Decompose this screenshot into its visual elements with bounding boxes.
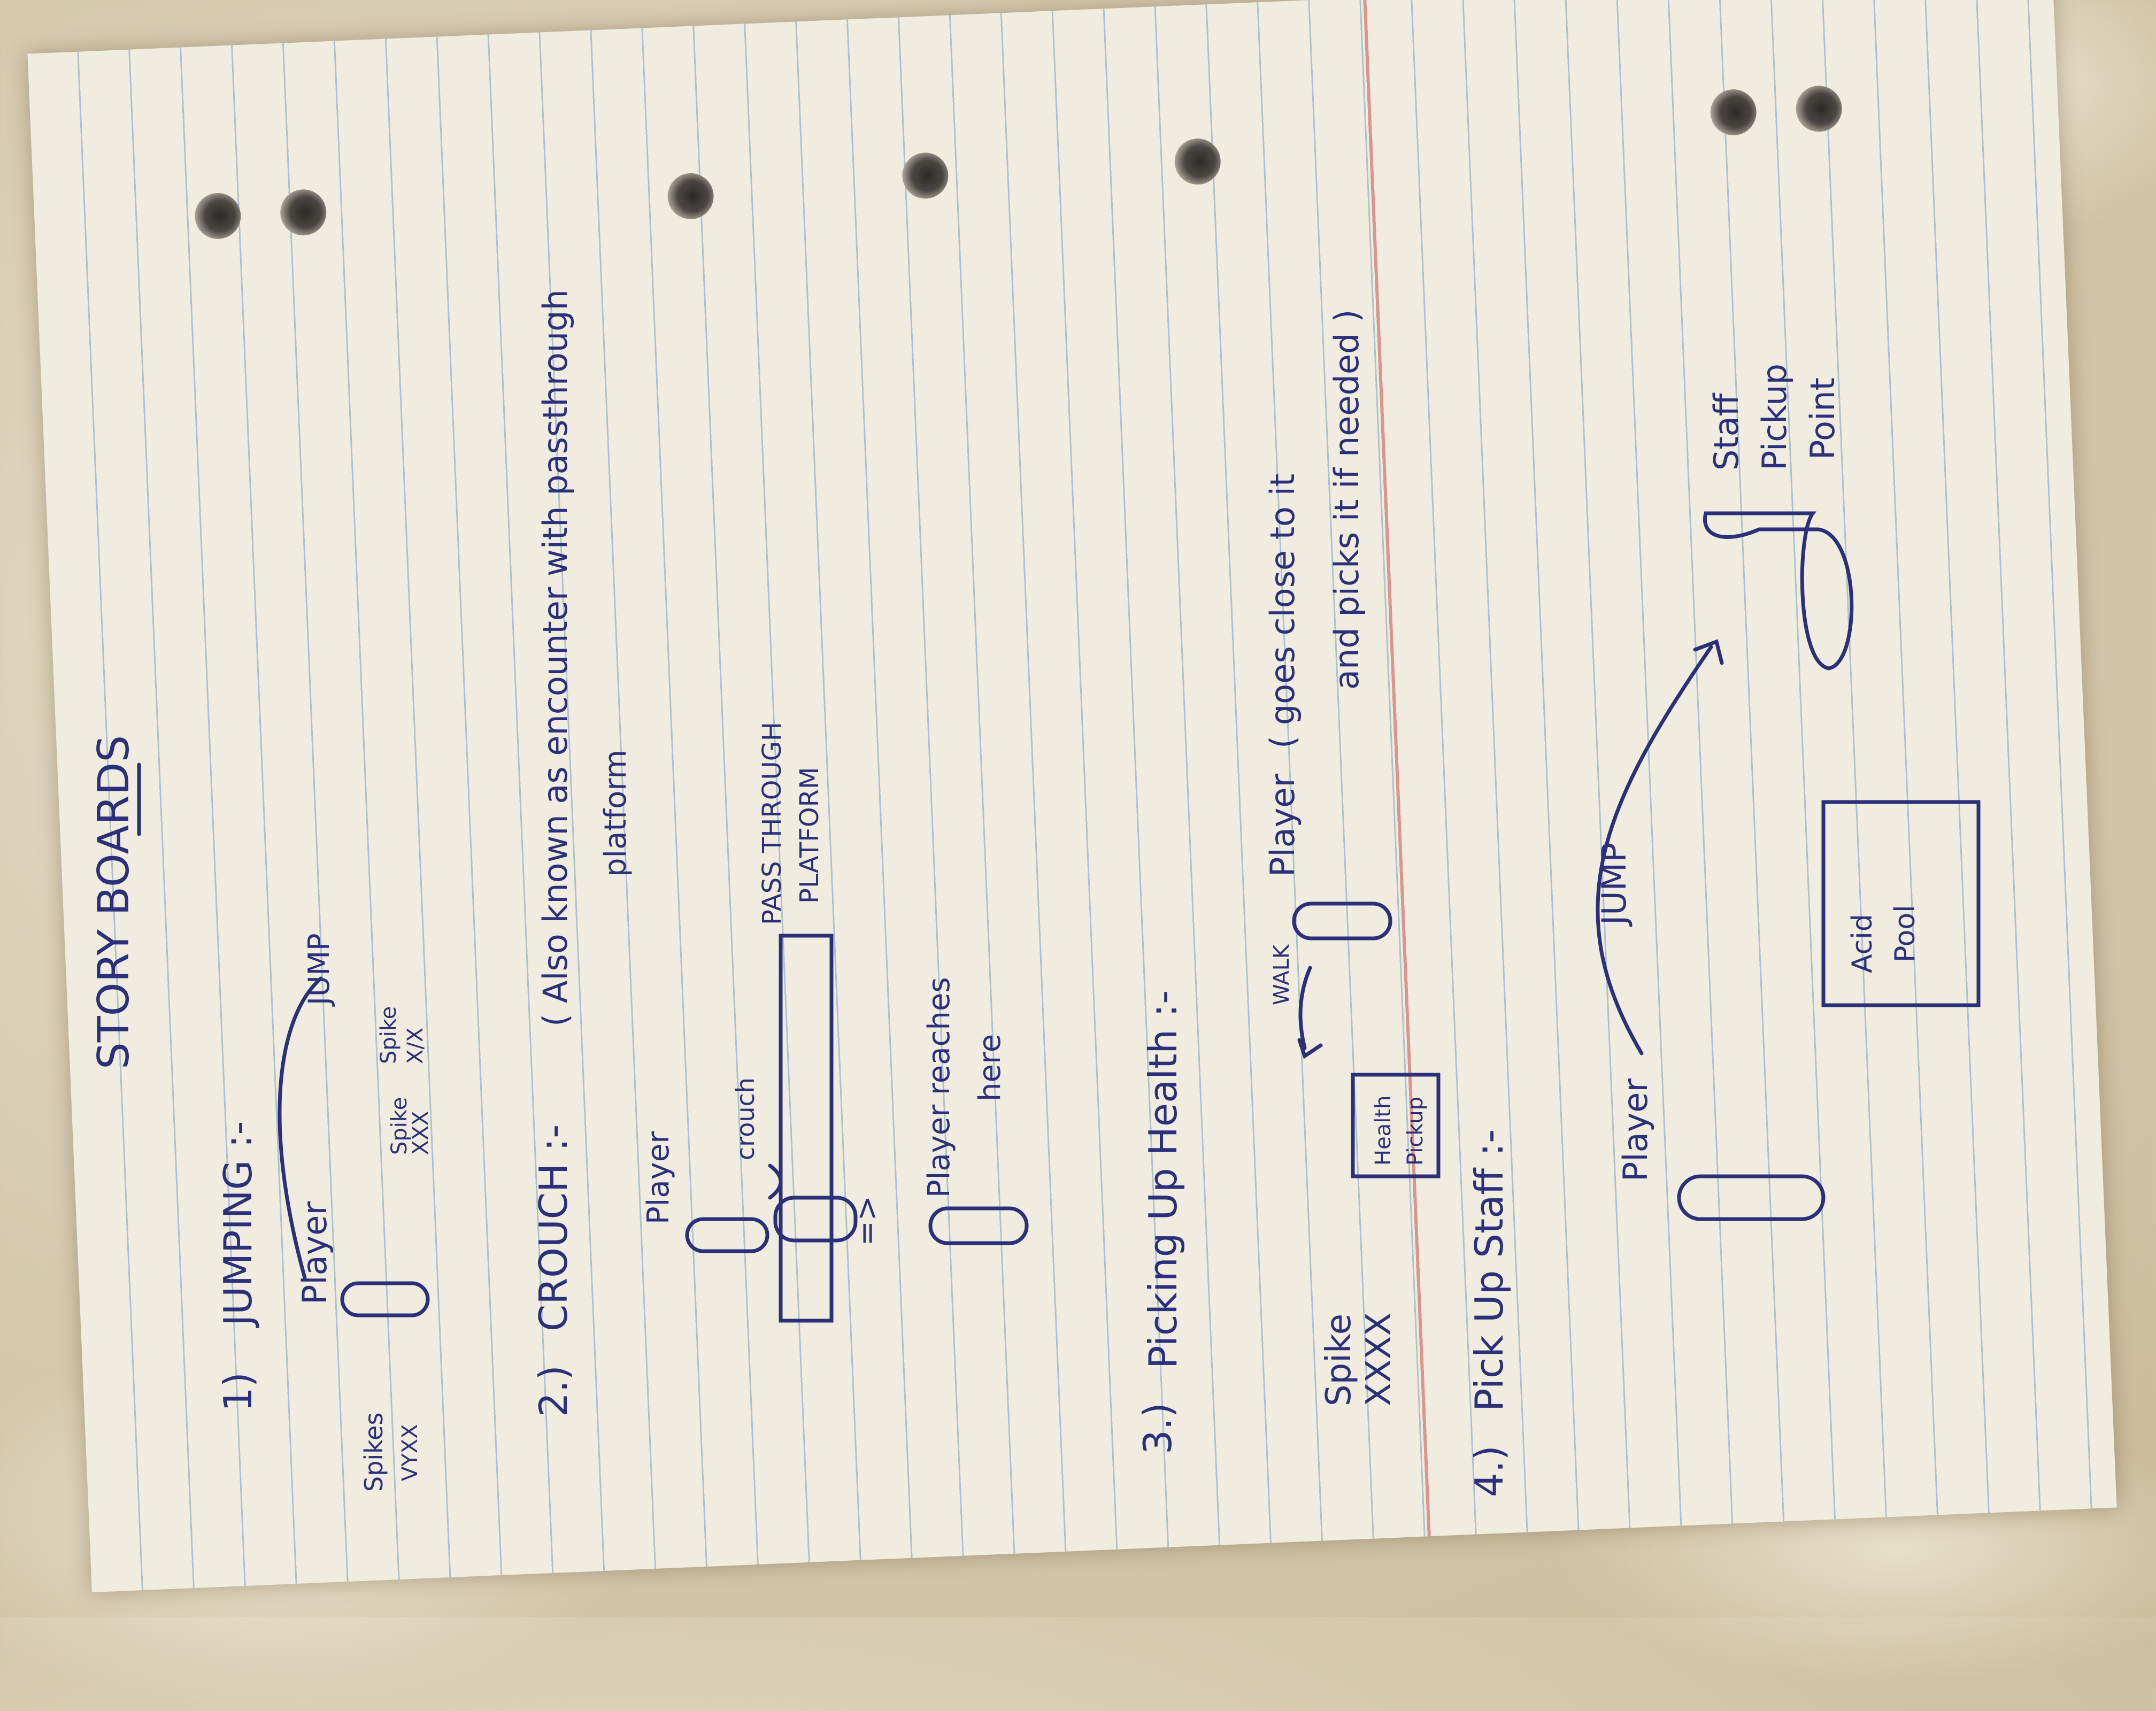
section-3-note-line2: and picks it if needed ) [1327,310,1366,690]
crouched-player [773,1196,858,1243]
player-capsule [685,1217,769,1253]
section-2-arrow: => [850,1196,884,1246]
player-capsule [1292,901,1392,941]
section-1-spike-b-marks: X/X [403,1028,428,1064]
section-3-health-line2: Pickup [1403,1097,1428,1166]
section-3-player-label: Player [1263,774,1302,877]
section-2-reaches-line2: here [973,1034,1007,1101]
section-3-number: 3.) [1135,1402,1180,1454]
section-4-staff-line1: Staff [1707,392,1746,471]
section-3-health-line1: Health [1371,1096,1396,1166]
section-4-number: 4.) [1467,1445,1512,1497]
jump-arc [278,976,323,1280]
section-2-player-label: Player [641,1131,676,1224]
section-2-number: 2.) [531,1365,576,1417]
staff-pickup-shape [1703,511,1854,670]
acid-pool-box [1821,800,1981,1007]
section-1-title: JUMPING :- [215,1121,260,1328]
section-1-spikes-label: Spikes [359,1413,388,1492]
section-3-spike-marks: XXXX [1359,1313,1399,1406]
section-1-jump-label: JUMP [302,933,336,1007]
section-4-title: Pick Up Staff :- [1467,1129,1512,1412]
player-capsule [928,1206,1029,1245]
section-4-jump-label: JUMP [1595,842,1634,927]
section-3-note-line1: ( goes close to it [1263,474,1302,749]
walk-arrow [1297,966,1323,1059]
section-1-spike-a-label: Spike [387,1097,412,1155]
section-4-staff-line3: Point [1803,377,1842,460]
section-2-platform-line2: PLATFORM [795,767,825,904]
section-1-spike-b-label: Spike [376,1006,401,1064]
section-1-spikes-marks: VYXX [398,1424,422,1481]
section-2-note-line1: ( Also known as encounter with passthrou… [536,289,575,1027]
section-1-number: 1) [215,1372,260,1412]
section-2-note-line2: platform [598,750,633,877]
player-capsule [340,1281,430,1317]
section-3-walk-label: WALK [1269,944,1294,1005]
section-4-acid-line1: Acid [1846,914,1878,973]
section-1-player-label: Player [295,1201,334,1305]
section-2-title: CROUCH :- [531,1124,576,1331]
section-4-acid-line2: Pool [1889,905,1921,962]
section-1-spike-a-marks: XXX [409,1111,433,1155]
page-title: STORY BOARDS [89,735,138,1069]
section-3-title: Picking Up Health :- [1141,990,1185,1369]
section-2-crouch-label: crouch [731,1077,760,1160]
passthrough-platform [779,934,834,1323]
section-4-staff-line2: Pickup [1755,364,1794,471]
section-4-player-label: Player [1616,1078,1655,1182]
section-2-platform-line1: PASS THROUGH [757,722,787,925]
section-3-spike-label: Spike [1319,1314,1359,1406]
player-capsule [1677,1174,1826,1221]
health-pickup-box [1351,1073,1441,1178]
crouch-arrow [768,1163,783,1200]
section-2-reaches-line1: Player reaches [922,977,957,1198]
jump-arc [1596,639,1724,1055]
storyboard-ink: STORY BOARDS 1) JUMPING :- Player JUMP S… [89,289,1981,1497]
